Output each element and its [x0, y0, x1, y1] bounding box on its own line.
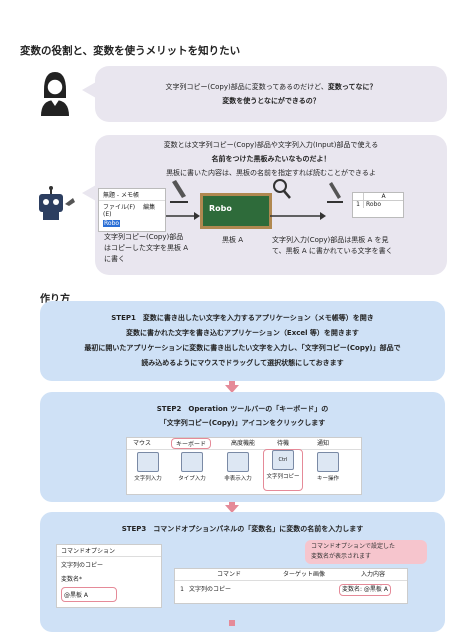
step1-line4: 読み込めるようにマウスでドラッグして選択状態にしておきます: [141, 359, 344, 367]
header-input: 入力内容: [360, 571, 385, 578]
step1-line3: 最初に開いたアプリケーションに変数に書き出したい文字を入力し、「文字列コピー(C…: [84, 344, 401, 352]
tooltip: コマンドオプションで設定した 変数名が表示されます: [305, 540, 427, 564]
tool-key-operation-label: キー操作: [316, 476, 339, 482]
tab-advanced[interactable]: 高度機能: [231, 440, 256, 447]
command-table: コマンド ターゲット画像 入力内容 1 文字列のコピー 変数名: @黒板 A: [174, 568, 408, 604]
step1-line1: STEP1 変数に書き出したい文字を入力するアプリケーション（メモ帳等）を開き: [111, 314, 374, 322]
hand-key-icon: [317, 452, 339, 472]
step2-line1: STEP2 Operation ツールバーの「キーボード」の: [156, 405, 329, 413]
tool-text-input-label: 文字列入力: [134, 476, 162, 482]
header-command: コマンド: [216, 571, 241, 578]
row-command: 文字列のコピー: [189, 586, 232, 593]
down-arrow-icon: [225, 505, 239, 513]
question-emphasis: 変数ってなに？: [327, 83, 377, 91]
input-caption: 文字列入力(Copy)部品は黒板 A を見 て、黒板 A に書かれている文字を書…: [272, 235, 393, 257]
blackboard-text: Robo: [209, 204, 232, 213]
tab-mouse[interactable]: マウス: [133, 440, 152, 447]
type-input-icon: [181, 452, 203, 472]
step3-panel: STEP3 コマンドオプションパネルの「変数名」に変数の名前を入力します コマン…: [40, 512, 445, 632]
step1-line2: 変数に書かれた文字を書き込むアプリケーション（Excel 等）を開きます: [126, 329, 359, 337]
section-title: 作り方: [40, 294, 70, 305]
tool-hidden-input[interactable]: 非表示入力: [219, 452, 257, 482]
down-arrow: [229, 502, 235, 506]
down-arrow-icon: [225, 385, 239, 393]
question-line1: 文字列コピー(Copy)部品に変数ってあるのだけど、: [165, 83, 328, 91]
tool-text-copy[interactable]: Ctrl 文字列コピー: [263, 449, 303, 491]
row-value: 変数名: @黒板 A: [339, 584, 391, 596]
tab-wait[interactable]: 待機: [277, 440, 290, 447]
step1-panel: STEP1 変数に書き出したい文字を入力するアプリケーション（メモ帳等）を開き …: [40, 301, 445, 381]
tool-text-input[interactable]: 文字列入力: [129, 452, 167, 482]
question-line2: 変数を使うとなにができるの？: [222, 97, 320, 105]
step2-line2: 「文字列コピー(Copy)」アイコンをクリックします: [159, 419, 326, 427]
header-target-image: ターゲット画像: [282, 571, 325, 578]
command-option-panel: コマンドオプション 文字列のコピー 変数名* @黒板 A: [56, 544, 162, 608]
panel-title: コマンドオプション: [57, 545, 161, 557]
table-row[interactable]: 1 文字列のコピー 変数名: @黒板 A: [175, 581, 407, 599]
tab-keyboard[interactable]: キーボード: [171, 438, 212, 449]
tooltip-line2: 変数名が表示されます: [311, 553, 372, 560]
input-caption-line1: 文字列入力(Copy)部品は黒板 A を見: [272, 236, 389, 244]
tooltip-line1: コマンドオプションで設定した: [311, 543, 396, 550]
bubble-tail: [82, 185, 96, 201]
copy-caption: 文字列コピー(Copy)部品 はコピーした文字を黒板 A に書く: [104, 232, 188, 265]
blackboard: Robo: [200, 193, 272, 229]
excel-cell: Robo: [366, 201, 382, 208]
panel-label: 文字列のコピー: [61, 562, 104, 569]
copy-pen-icon: [168, 180, 190, 204]
board-caption: 黒板 A: [222, 236, 244, 244]
step2-panel: STEP2 Operation ツールバーの「キーボード」の 「文字列コピー(C…: [40, 392, 445, 502]
text-input-icon: [137, 452, 159, 472]
excel-row-header: 1: [353, 201, 364, 208]
bubble-tail: [82, 82, 96, 98]
row-number: 1: [180, 586, 184, 593]
page-title: 変数の役割と、変数を使うメリットを知りたい: [20, 45, 241, 57]
step3-line1: STEP3 コマンドオプションパネルの「変数名」に変数の名前を入力します: [121, 525, 364, 533]
operation-toolbar: マウス キーボード 高度機能 待機 通知 文字列入力 タイプ入力 非表示入力 C…: [126, 437, 362, 495]
input-caption-line2: て、黒板 A に書かれている文字を書く: [272, 247, 393, 255]
excel-col-header: A: [381, 193, 386, 200]
text-copy-icon: Ctrl: [272, 450, 294, 470]
down-arrow: [229, 381, 235, 386]
input-pen-icon: [326, 182, 344, 204]
down-arrow: [229, 620, 235, 626]
answer-line2: 名前をつけた黒板みたいなものだよ！: [211, 155, 331, 163]
key-icon: [227, 452, 249, 472]
tab-notify[interactable]: 通知: [317, 440, 330, 447]
notepad-menu-edit: 編集(E): [103, 204, 156, 218]
robot-avatar-icon: [33, 186, 77, 222]
copy-caption-line2: はコピーした文字を黒板 A: [104, 244, 189, 252]
magnifier-icon: [272, 178, 292, 200]
answer-line1: 変数とは文字列コピー(Copy)部品や文字列入力(Input)部品で使える: [163, 141, 379, 149]
arrow-right-icon: [166, 206, 200, 225]
person-avatar-icon: [38, 70, 72, 116]
arrow-right-icon: [270, 206, 326, 225]
question-bubble: 文字列コピー(Copy)部品に変数ってあるのだけど、変数ってなに？ 変数を使うと…: [95, 66, 447, 122]
tool-key-operation[interactable]: キー操作: [309, 452, 347, 482]
tool-type-input-label: タイプ入力: [178, 476, 206, 482]
variable-name-input[interactable]: @黒板 A: [61, 587, 117, 602]
copy-caption-line3: に書く: [104, 255, 125, 263]
tool-type-input[interactable]: タイプ入力: [173, 452, 211, 482]
variable-name-label: 変数名*: [61, 576, 83, 583]
tool-hidden-input-label: 非表示入力: [224, 476, 252, 482]
notepad-window: 無題 - メモ帳 ファイル(F) 編集(E) Robo: [98, 188, 166, 232]
notepad-selected-text: Robo: [103, 220, 121, 227]
tool-text-copy-label: 文字列コピー: [266, 474, 300, 480]
notepad-title: 無題 - メモ帳: [99, 189, 165, 201]
notepad-menu-file: ファイル(F): [103, 204, 136, 211]
answer-line3: 黒板に書いた内容は、黒板の名前を指定すれば読むことができるよ: [166, 169, 376, 177]
copy-caption-line1: 文字列コピー(Copy)部品: [104, 233, 184, 241]
excel-sheet: A 1 Robo: [352, 192, 404, 218]
